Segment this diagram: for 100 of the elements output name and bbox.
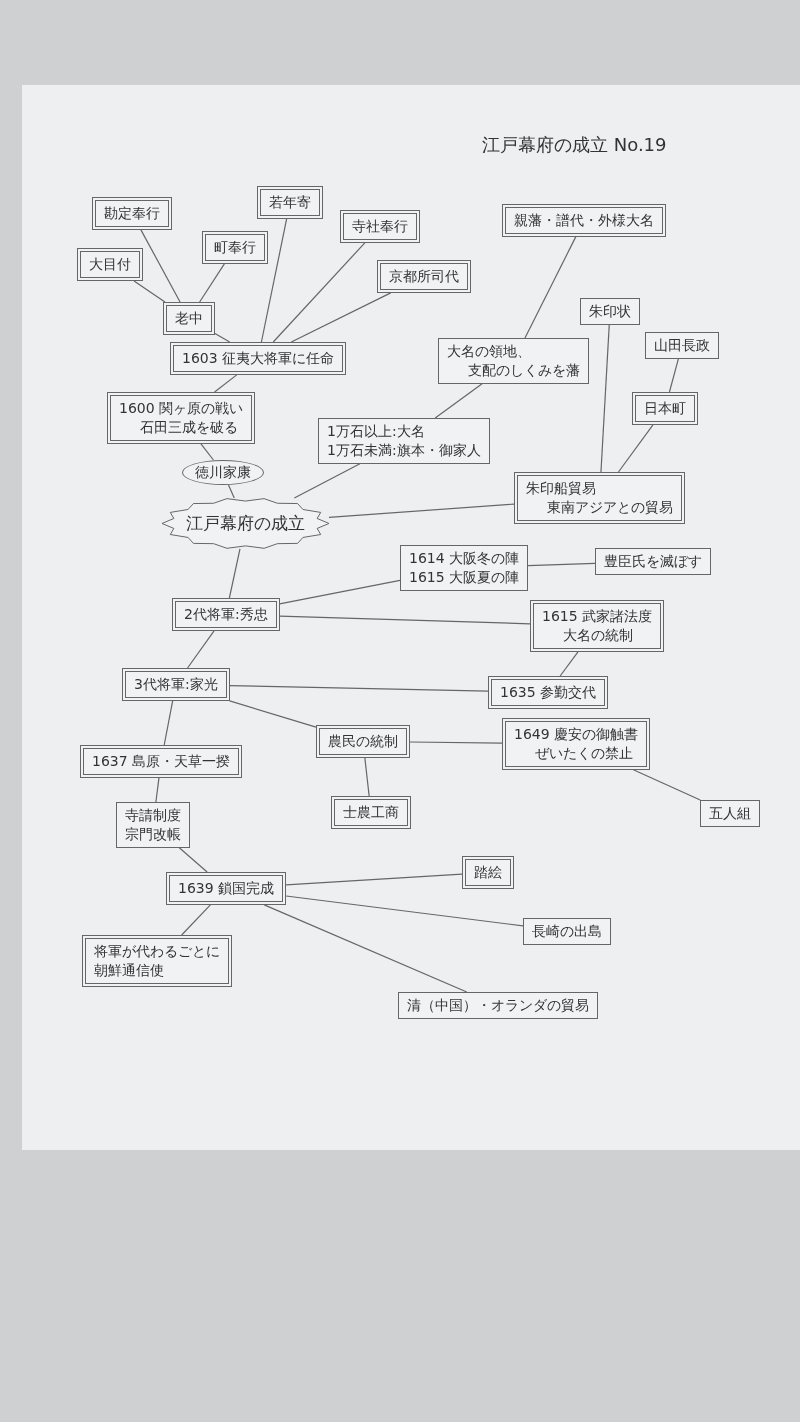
node-text: 豊臣氏を滅ぼす (604, 552, 702, 571)
double-border-box (488, 676, 609, 709)
connector-line (285, 895, 524, 927)
node-text: ぜいたくの禁止 (534, 743, 634, 763)
connector-line (181, 904, 211, 936)
connector-line (293, 463, 361, 499)
connector-line (668, 358, 679, 393)
node-text: 1615 大阪夏の陣 (409, 567, 520, 587)
node-text: 朝鮮通信使 (94, 960, 165, 980)
connector-line (617, 424, 654, 473)
central-burst (162, 498, 329, 549)
text-box (398, 992, 598, 1019)
connector-line (133, 280, 166, 303)
node-text: 東南アジアとの貿易 (546, 497, 673, 517)
connector-line (140, 229, 181, 303)
node-text: 1600 関ヶ原の戦い (119, 399, 244, 418)
node-text: 老中 (175, 309, 203, 328)
text-box (116, 802, 190, 848)
node-text: 町奉行 (214, 238, 256, 257)
connector-line (524, 236, 577, 339)
connector-line (229, 700, 317, 728)
connector-line (527, 562, 596, 567)
double-border-box (257, 186, 323, 219)
connector-line (260, 218, 288, 343)
node-text: 京都所司代 (389, 267, 459, 286)
node-text: 踏絵 (474, 863, 502, 882)
connector-line (328, 503, 515, 519)
text-box (438, 338, 589, 384)
double-border-box (163, 302, 215, 335)
double-border-box (462, 856, 514, 889)
node-text: 1603 征夷大将軍に任命 (182, 349, 335, 368)
node-text: 大名の領地、 (447, 342, 532, 361)
node-text: 長崎の出島 (532, 922, 602, 941)
double-border-box (316, 725, 410, 758)
node-text: 大目付 (89, 255, 131, 274)
connector-line (163, 700, 174, 746)
connector-line (559, 651, 579, 677)
node-text: 五人組 (709, 804, 751, 823)
double-border-box (331, 796, 411, 829)
title: 江戸幕府の成立 No.19 (482, 133, 667, 157)
node-text: 徳川家康 (195, 463, 251, 482)
connector-line (186, 630, 215, 669)
node-text: 2代将軍:秀忠 (184, 605, 268, 624)
double-border-box (172, 598, 280, 631)
node-text: 1615 武家諸法度 (542, 607, 653, 626)
double-border-box (122, 668, 230, 701)
double-border-box (502, 204, 666, 237)
node-text: 農民の統制 (328, 732, 398, 751)
node-text: 1637 島原・天草一揆 (92, 752, 231, 771)
double-border-box (202, 231, 268, 264)
connector-line (199, 263, 225, 303)
node-text: 1万石以上:大名 (327, 422, 426, 441)
node-text: 朱印船貿易 (526, 479, 597, 498)
node-text: 親藩・譜代・外様大名 (514, 211, 654, 230)
connector-line (155, 777, 160, 803)
connector-line (285, 873, 463, 886)
double-border-box (80, 745, 243, 778)
text-box (580, 298, 640, 325)
connector-line (227, 484, 235, 499)
connector-line (200, 443, 215, 461)
connector-line (279, 615, 531, 625)
connector-line (290, 292, 392, 343)
double-border-box (82, 935, 232, 987)
node-text: 1万石未満:旗本・御家人 (327, 440, 481, 460)
connector-line (279, 579, 401, 605)
double-border-box (107, 392, 256, 444)
connector-line (214, 374, 238, 393)
node-text: 勘定奉行 (104, 204, 160, 223)
connector-line (272, 242, 366, 343)
double-border-box (166, 872, 287, 905)
text-box (523, 918, 611, 945)
node-text: 寺社奉行 (352, 217, 408, 236)
connector-line (632, 769, 701, 801)
double-border-box (530, 600, 665, 652)
connector-line (229, 685, 489, 692)
node-text: 将軍が代わるごとに (94, 942, 220, 961)
double-border-box (514, 472, 685, 524)
node-text: 若年寄 (269, 193, 311, 212)
node-text: 山田長政 (654, 336, 710, 355)
node-text: 1649 慶安の御触書 (514, 725, 639, 744)
node-text: 寺請制度 (125, 806, 181, 825)
connector-line (214, 332, 231, 343)
node-text: 1639 鎖国完成 (178, 879, 275, 898)
text-box (400, 545, 529, 591)
node-text: 1635 参勤交代 (500, 683, 597, 702)
node-text: 支配のしくみを藩 (467, 360, 580, 380)
node-text: 宗門改帳 (125, 824, 181, 844)
connector-line (228, 548, 241, 599)
node-text: 1614 大阪冬の陣 (409, 549, 520, 568)
node-text: 江戸幕府の成立 (186, 512, 305, 535)
double-border-box (340, 210, 420, 243)
double-border-box (377, 260, 471, 293)
double-border-box (502, 718, 651, 770)
text-box (318, 418, 490, 464)
node-text: 朱印状 (589, 302, 631, 321)
connector-line (178, 847, 208, 873)
double-border-box (170, 342, 347, 375)
node-text: 日本町 (644, 399, 686, 418)
node-text: 清（中国）・オランダの貿易 (407, 996, 589, 1015)
text-box (700, 800, 760, 827)
